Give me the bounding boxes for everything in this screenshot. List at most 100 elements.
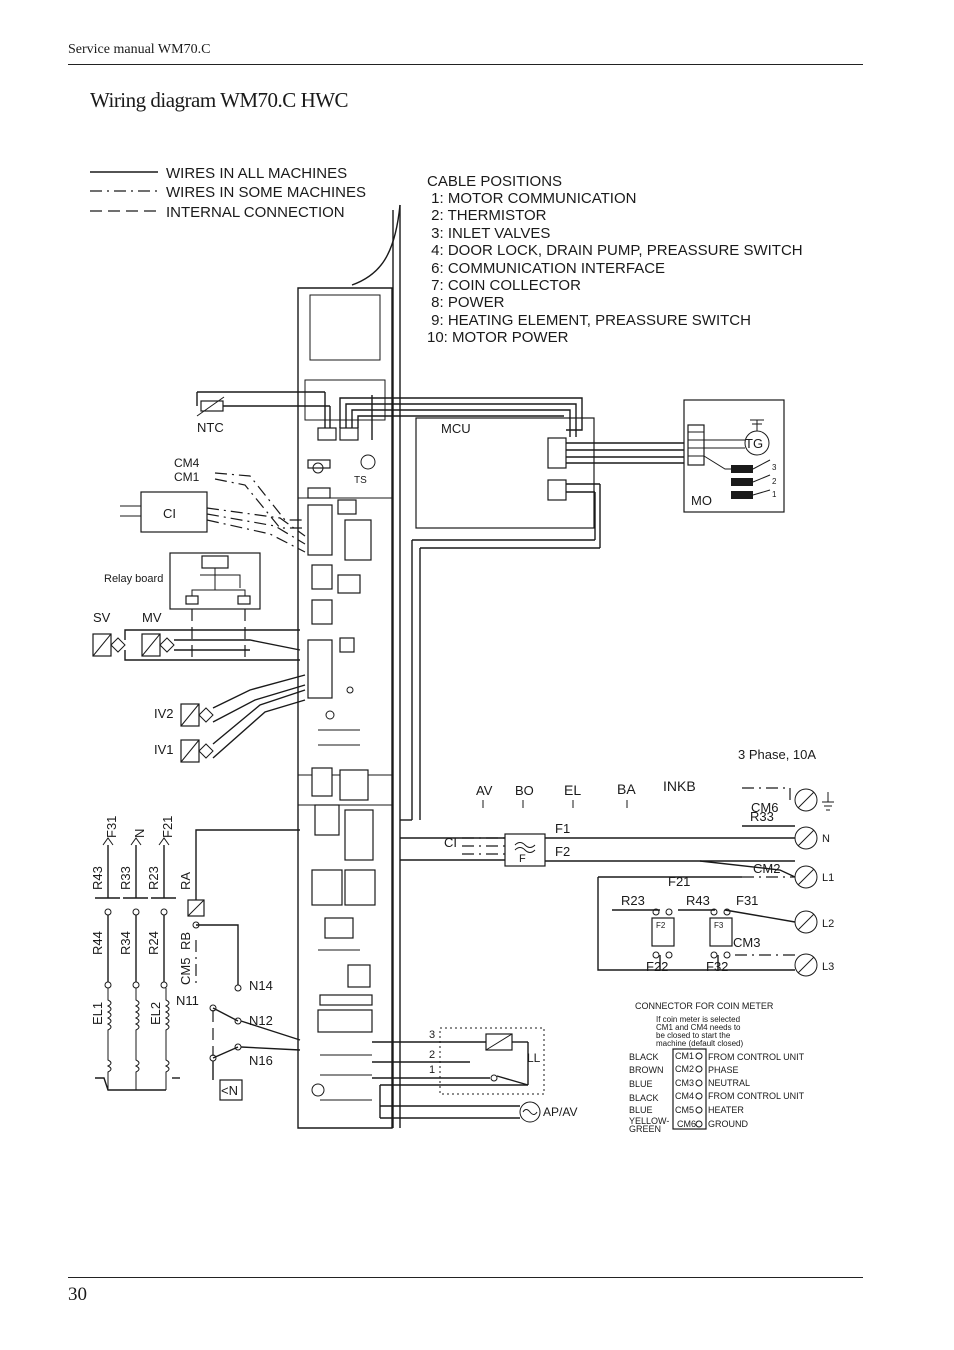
mo-pin-2: 2	[772, 477, 777, 486]
legend-dashed: INTERNAL CONNECTION	[166, 204, 345, 221]
ts-label: TS	[354, 475, 367, 486]
coin-row-pin: CM4	[675, 1091, 694, 1101]
ntc-sensor: NTC	[196, 391, 331, 435]
ba-label: BA	[617, 781, 636, 797]
iv1-label: IV1	[154, 742, 174, 757]
el1-label: EL1	[90, 1002, 105, 1025]
r24-label: R24	[146, 931, 161, 955]
coin-row-color: BLACK	[629, 1052, 659, 1062]
power-supply: 3 Phase, 10A AV BO EL BA INKB CM6 R33 CM…	[400, 747, 834, 977]
cable-position-item: 8: POWER	[427, 294, 505, 311]
ll-label: LL	[527, 1051, 541, 1065]
cable-position-item: 2: THERMISTOR	[427, 207, 547, 224]
header-rule	[68, 64, 863, 65]
n-vert-label: N	[132, 829, 147, 838]
r43-label: R43	[90, 866, 105, 890]
f1-label: F1	[555, 821, 570, 836]
f31-right-label: F31	[736, 893, 758, 908]
el-label: EL	[564, 782, 581, 798]
cable-positions-heading: CABLE POSITIONS	[427, 173, 562, 190]
iv2-label: IV2	[154, 706, 174, 721]
r23-label: R23	[146, 866, 161, 890]
r44-label: R44	[90, 931, 105, 955]
legend: WIRES IN ALL MACHINES WIRES IN SOME MACH…	[90, 165, 366, 221]
valves-sv-mv: SV MV	[92, 610, 301, 661]
footer-rule	[68, 1277, 863, 1278]
f21-vert-label: F21	[160, 816, 175, 838]
legend-solid: WIRES IN ALL MACHINES	[166, 165, 347, 182]
coin-row-pin: CM5	[675, 1105, 694, 1115]
mo-pin-1: 1	[772, 490, 777, 499]
cable-position-item: 10: MOTOR POWER	[427, 329, 569, 346]
f22-label: F22	[646, 959, 668, 974]
r43-right-label: R43	[686, 893, 710, 908]
mcu-label: MCU	[441, 421, 471, 436]
cable-positions: CABLE POSITIONS 1: MOTOR COMMUNICATION 2…	[427, 173, 803, 346]
relay-board-label: Relay board	[104, 573, 163, 585]
coin-row-color: BROWN	[629, 1065, 664, 1075]
n14-label: N14	[249, 978, 273, 993]
cm1-label: CM1	[174, 470, 200, 484]
coin-meter-connector: CONNECTOR FOR COIN METER If coin meter i…	[629, 1001, 805, 1134]
r34-label: R34	[118, 931, 133, 955]
cable-position-item: 4: DOOR LOCK, DRAIN PUMP, PREASSURE SWIT…	[427, 242, 803, 259]
page-title: Wiring diagram WM70.C HWC	[90, 88, 349, 112]
f32-label: F32	[706, 959, 728, 974]
cm4-label: CM4	[174, 456, 200, 470]
relay-board: Relay board	[104, 552, 261, 660]
cable-position-item: 6: COMMUNICATION INTERFACE	[427, 260, 665, 277]
coin-row-pin: CM1	[675, 1051, 694, 1061]
f2-label: F2	[555, 844, 570, 859]
cable-position-item: 1: MOTOR COMMUNICATION	[427, 190, 636, 207]
sv-label: SV	[93, 610, 111, 625]
coin-row-color: YELLOW-	[629, 1116, 669, 1126]
l3-label: L3	[822, 961, 834, 973]
filter-label: F	[519, 853, 526, 865]
el2-label: EL2	[148, 1002, 163, 1025]
inlet-valves: IV2 IV1	[154, 674, 306, 763]
l1-label: L1	[822, 872, 834, 884]
mcu: MCU	[339, 395, 688, 820]
ntc-label: NTC	[197, 420, 224, 435]
r33-label: R33	[118, 866, 133, 890]
tg-label: TG	[745, 436, 763, 451]
f31-vert-label: F31	[104, 816, 119, 838]
coin-row-desc: GROUND	[708, 1119, 748, 1129]
n11-label: N11	[176, 993, 199, 1008]
lt-n-label: <N	[221, 1083, 238, 1098]
ci-label: CI	[163, 506, 176, 521]
coin-row-desc: FROM CONTROL UNIT	[708, 1091, 805, 1101]
r23-right-label: R23	[621, 893, 645, 908]
coin-row-color: BLUE	[629, 1105, 653, 1115]
coin-note-line: be closed to start the	[656, 1031, 731, 1040]
cm3-label: CM3	[733, 935, 760, 950]
av-label: AV	[476, 783, 493, 798]
n-terminal-label: N	[822, 833, 830, 845]
rb-label: RB	[178, 932, 193, 950]
coin-note-line: machine (default closed)	[656, 1039, 743, 1048]
coin-row-color-green: GREEN	[629, 1124, 661, 1134]
cable-position-item: 9: HEATING ELEMENT, PREASSURE SWITCH	[427, 312, 751, 329]
ra-label: RA	[178, 872, 193, 890]
coin-row-desc: NEUTRAL	[708, 1078, 750, 1088]
cm6-label: CM6	[751, 800, 778, 815]
n12-label: N12	[249, 1013, 273, 1028]
cable-position-item: 7: COIN COLLECTOR	[427, 277, 581, 294]
ll-pin-2: 2	[429, 1049, 435, 1061]
coin-row-desc: FROM CONTROL UNIT	[708, 1052, 805, 1062]
coin-interface: CM4 CM1 CI	[120, 456, 306, 553]
coin-row-color: BLUE	[629, 1079, 653, 1089]
door-lock: 3 2 1 LL AP/AV	[372, 1027, 577, 1123]
r33-right-label: R33	[750, 809, 774, 824]
f21-right-label: F21	[668, 874, 690, 889]
l2-label: L2	[822, 918, 834, 930]
mv-label: MV	[142, 610, 162, 625]
bo-label: BO	[515, 783, 534, 798]
coin-row-desc: HEATER	[708, 1105, 744, 1115]
coin-note-line: CM1 and CM4 needs to	[656, 1023, 741, 1032]
f2-box-label: F2	[656, 921, 666, 930]
coin-row-pin: CM3	[675, 1078, 694, 1088]
f3-box-label: F3	[714, 921, 724, 930]
ll-pin-1: 1	[429, 1064, 435, 1076]
